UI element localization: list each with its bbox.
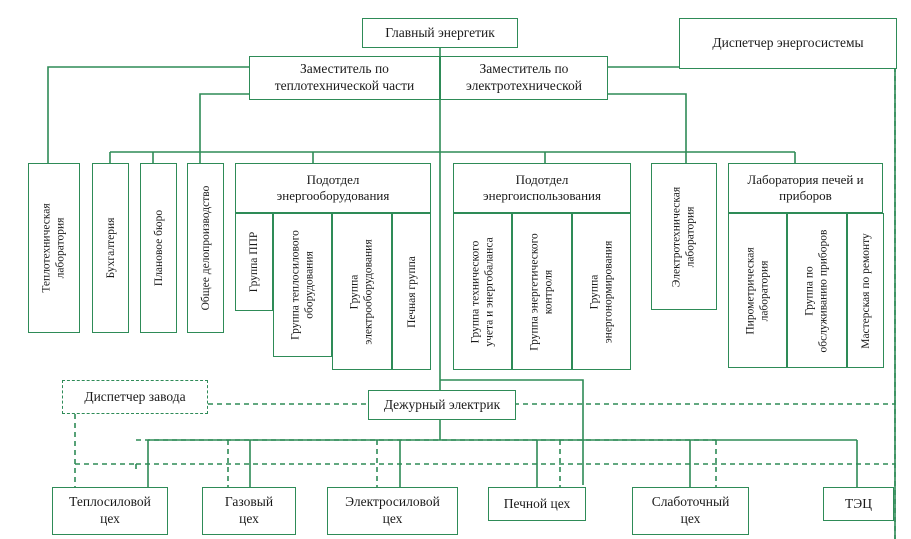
group-furnace-box: Печная группа (392, 213, 431, 370)
group-energy-norm-box: Группа энергонормирования (572, 213, 631, 370)
group-energy-control-box: Группа энергетического контроля (512, 213, 572, 370)
shop-gas-box: Газовый цех (202, 487, 296, 535)
shop-low-current-box: Слаботочный цех (632, 487, 749, 535)
thermal-lab-box: Теплотехническая лаборатория (28, 163, 80, 333)
group-heat-power-box: Группа теплосилового оборудования (273, 213, 332, 357)
accounting-box: Бухгалтерия (92, 163, 129, 333)
group-ppr-label: Группа ППР (247, 231, 260, 293)
furnace-lab-box: Лаборатория печей и приборов (728, 163, 883, 213)
electrotech-lab-label: Электротехническая лаборатория (670, 186, 697, 287)
planning-box: Плановое бюро (140, 163, 177, 333)
equipment-subdivision-box: Подотдел энергооборудования (235, 163, 431, 213)
group-tech-accounting-label: Группа технического учета и энергобаланс… (469, 236, 496, 347)
shop-tec-box: ТЭЦ (823, 487, 894, 521)
system-dispatcher-box: Диспетчер энергосистемы (679, 18, 897, 69)
pyrometric-lab-box: Пирометрическая лаборатория (728, 213, 787, 368)
usage-subdivision-box: Подотдел энергоиспользования (453, 163, 631, 213)
duty-electrician-box: Дежурный электрик (368, 390, 516, 420)
group-electro-eq-label: Группа электрооборудования (348, 238, 375, 345)
group-furnace-label: Печная группа (405, 255, 418, 328)
shop-furnace-box: Печной цех (488, 487, 586, 521)
depot-box: Общее делопроизводство (187, 163, 224, 333)
group-tech-accounting-box: Группа технического учета и энергобаланс… (453, 213, 512, 370)
instrument-service-box: Группа по обслуживанию приборов (787, 213, 847, 368)
shop-heat-power-box: Теплосиловой цех (52, 487, 168, 535)
electrotech-lab-box: Электротехническая лаборатория (651, 163, 717, 310)
plant-dispatcher-box: Диспетчер завода (62, 380, 208, 414)
group-energy-norm-label: Группа энергонормирования (588, 240, 615, 343)
instrument-service-label: Группа по обслуживанию приборов (803, 229, 830, 352)
pyrometric-lab-label: Пирометрическая лаборатория (744, 246, 771, 335)
group-electro-eq-box: Группа электрооборудования (332, 213, 392, 370)
chief-energetic-box: Главный энергетик (362, 18, 518, 48)
accounting-label: Бухгалтерия (104, 217, 117, 279)
group-ppr-box: Группа ППР (235, 213, 273, 311)
depot-label: Общее делопроизводство (199, 185, 212, 311)
repair-shop-box: Мастерская по ремонту (847, 213, 884, 368)
planning-label: Плановое бюро (152, 209, 165, 287)
thermal-lab-label: Теплотехническая лаборатория (40, 203, 67, 293)
repair-shop-label: Мастерская по ремонту (859, 232, 872, 349)
deputy-thermal-box: Заместитель по теплотехнической части (249, 56, 440, 100)
group-heat-power-label: Группа теплосилового оборудования (289, 230, 316, 340)
group-energy-control-label: Группа энергетического контроля (528, 232, 555, 351)
deputy-electrical-box: Заместитель по электротехнической (440, 56, 608, 100)
shop-electro-power-box: Электросиловой цех (327, 487, 458, 535)
